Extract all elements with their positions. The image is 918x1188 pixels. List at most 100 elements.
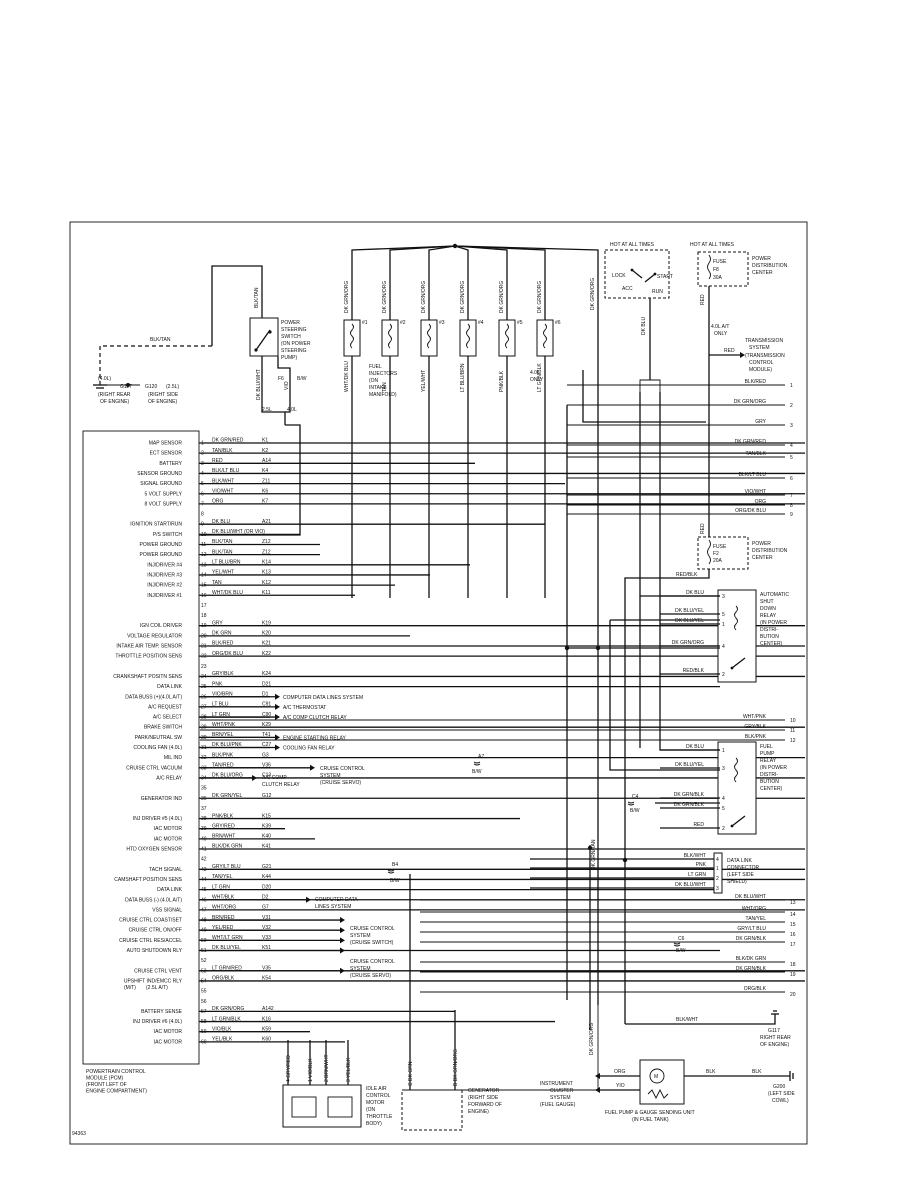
gen-wire-b: B DK GRN/ORG	[453, 1049, 459, 1086]
iac-wire: 4 GRY/RED	[286, 1055, 292, 1082]
asd-label-line: RELAY	[760, 613, 777, 619]
pcm-pin-wire: WHT/LT GRN	[212, 935, 243, 941]
ref-wire-color: ORG/BLK	[744, 986, 767, 992]
asd-pin: 1	[722, 622, 725, 628]
fuse-f8: HOT AT ALL TIMES FUSE F8 30A POWER DISTR…	[690, 242, 788, 545]
dest-text: SYSTEM	[350, 933, 371, 939]
ground-left-e2: (2.5L)	[166, 384, 179, 390]
pcm-pin-wire: BLK/WHT	[212, 478, 234, 484]
dest-arrow	[310, 764, 315, 771]
gr-wire: BLK/WHT	[676, 1017, 698, 1023]
injector-top-wire: DK GRN/ORG	[460, 281, 466, 313]
dest-pin-31: COOLING FAN RELAY	[199, 744, 335, 752]
fpr-pin: 5	[722, 806, 725, 812]
injector-body	[459, 319, 477, 357]
dlc-wire-color: LT GRN	[688, 872, 706, 878]
ign-lock: LOCK	[612, 273, 626, 279]
ign-wire: DK BLU	[641, 317, 647, 335]
pcm-pin-func: A/C REQUEST	[148, 704, 182, 710]
dest-arrow	[275, 703, 280, 710]
injector-coil	[466, 323, 470, 349]
pcm-pin-circuit: G3	[262, 752, 269, 758]
asd-pin: 5	[722, 612, 725, 618]
pcm-pin-func: IAC MOTOR	[154, 1029, 183, 1035]
dest-pin-27: A/C THERMOSTAT	[199, 703, 326, 711]
pcm-pin-num: 55	[201, 989, 207, 995]
pcm-pin-func: HTD OXYGEN SENSOR	[126, 847, 182, 853]
pcm-pin-wire: VIO/WHT	[212, 488, 233, 494]
iac-wire: 2 BRN/WHT	[324, 1055, 330, 1083]
ignition-switch: HOT AT ALL TIMES LOCK ACC START RUN DK B…	[604, 242, 673, 392]
pcm-pin-func: SENSOR GROUND	[137, 471, 182, 477]
pcm-pin-num: 42	[201, 857, 207, 863]
fpr-wire-color: RED	[693, 822, 704, 828]
injector-label-line: INJECTORS	[369, 371, 398, 377]
pcm-pin-circuit: K11	[262, 590, 271, 596]
pcm-pin-func: VSS SIGNAL	[152, 907, 182, 913]
pcm-pin-sub: (M/T)	[124, 985, 136, 991]
ref-num: 10	[790, 718, 796, 724]
ref-num: 3	[790, 423, 793, 429]
cluster-label-c: SYSTEM	[550, 1095, 571, 1101]
pcm-pin-circuit: K39	[262, 823, 271, 829]
pcm-pin-wire: WHT/PNK	[212, 722, 236, 728]
pump-motor: M	[654, 1074, 658, 1080]
ref-wire-color: TAN/YEL	[746, 916, 767, 922]
dest-arrow	[275, 744, 280, 751]
iac-label-line: IDLE AIR	[366, 1086, 387, 1092]
pcm-pin-circuit: D2	[262, 894, 269, 900]
ground-left-loc2a: (RIGHT SIDE	[148, 392, 179, 398]
ps-branch: F6	[278, 376, 284, 382]
dest-text: A/C THERMOSTAT	[283, 705, 326, 711]
gr-loc-b: OF ENGINE)	[760, 1042, 790, 1048]
trans-label-e: MODULE)	[749, 367, 772, 373]
dlc-pin: 4	[716, 857, 719, 863]
pcm-pin-wire: GRY/BLK	[212, 671, 234, 677]
pcm-title-line: MODULE (PCM)	[86, 1076, 124, 1082]
pcm-pin-func: CRANKSHAFT POSITN SENS	[113, 674, 182, 680]
asd-wire-color: RED/BLK	[683, 668, 705, 674]
injector-bot-wire: YEL/WHT	[421, 370, 427, 392]
pcm-pin-wire: BLK/DK GRN	[212, 844, 243, 850]
pcm-pin-func: GENERATOR IND	[141, 796, 183, 802]
injector-top-wire: DK GRN/ORG	[421, 281, 427, 313]
fpr-label-line: PUMP	[760, 751, 775, 757]
fpr-label-line: CENTER)	[760, 786, 783, 792]
pcm-pin-func: A/C SELECT	[153, 715, 182, 721]
pump-gloc-a: (LEFT SIDE	[768, 1091, 796, 1097]
cluster-label-b: CLUSTER	[550, 1088, 574, 1094]
pcm-pin-func: BATTERY SENSE	[141, 1009, 183, 1015]
dest-arrow	[340, 917, 345, 924]
pcm-pin-func: DATA BUSS (+)(4.0L A/T)	[125, 694, 182, 700]
iac-label-line: (ON	[366, 1107, 376, 1113]
pcm-pin-func: DATA BUSS (-) (4.0L A/T)	[125, 897, 182, 903]
pcm-pin-num: 56	[201, 999, 207, 1005]
pcm-pin-wire: GRY/LT BLU	[212, 864, 241, 870]
cluster-wire-org: ORG	[614, 1069, 626, 1075]
fpr-label-line: DISTRI-	[760, 772, 778, 778]
pcm-pin-func: 5 VOLT SUPPLY	[144, 491, 182, 497]
pcm-pin-18: 18	[201, 613, 207, 619]
dest-arrow	[306, 896, 311, 903]
gr-loc-a: RIGHT REAR	[760, 1035, 791, 1041]
pcm-pin-circuit: K13	[262, 570, 271, 576]
pcm-pin-circuit: K14	[262, 560, 271, 566]
dest-text: LINES SYSTEM	[315, 904, 351, 910]
pcm-pin-circuit: V32	[262, 925, 271, 931]
injector-label-line: FUEL	[369, 364, 382, 370]
dest-pin-28: A/C COMP CLUTCH RELAY	[199, 714, 347, 721]
fpr-pin: 3	[722, 766, 725, 772]
pcm-pin-circuit: K59	[262, 1026, 271, 1032]
asd-wire-in: RED/BLK	[676, 572, 698, 578]
